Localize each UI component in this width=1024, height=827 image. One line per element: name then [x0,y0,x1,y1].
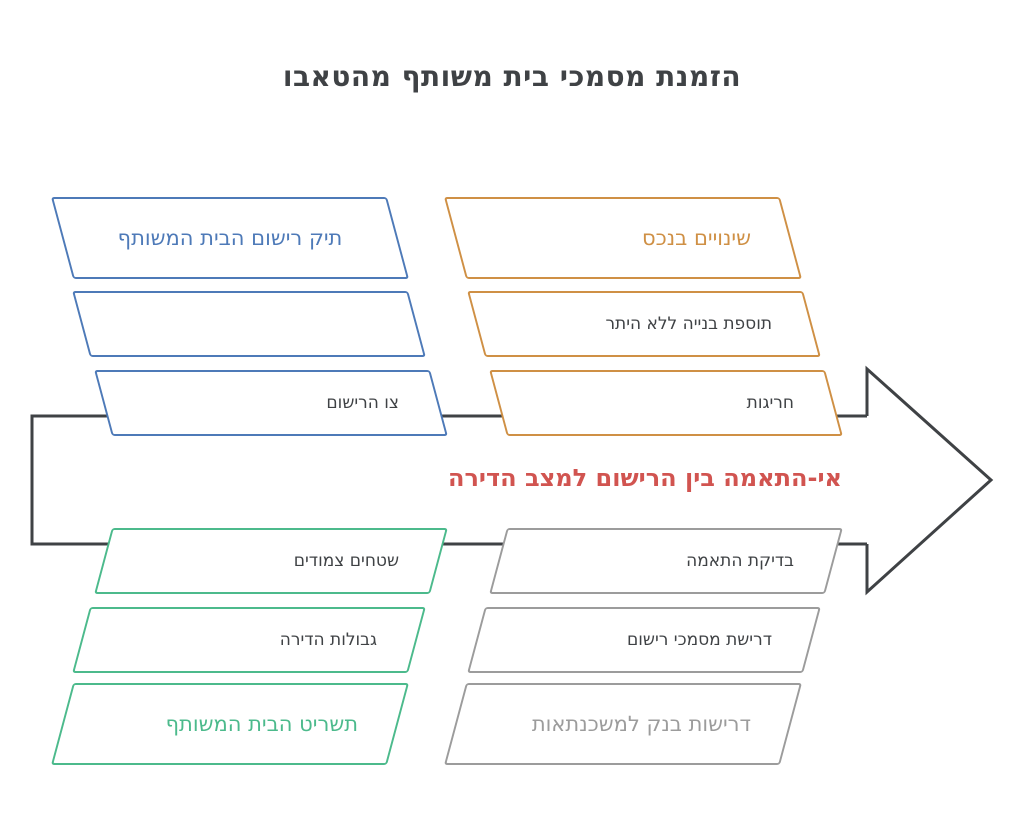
node-label: בדיקת התאמה [686,551,794,571]
mismatch-center-label: אי-התאמה בין הרישום למצב הדירה [447,464,843,492]
node-label: דרישות בנק למשכנתאות [531,712,751,736]
node-deviations: חריגות [489,370,843,436]
node-shared-house-blueprint: תשריט הבית המשותף [51,683,409,765]
node-blue-empty [72,291,426,357]
arrowhead [865,365,994,596]
node-label: תיק רישום הבית המשותף [117,226,343,250]
node-shared-house-registration-file: תיק רישום הבית המשותף [51,197,409,279]
node-compatibility-check: בדיקת התאמה [489,528,843,594]
node-label: שטחים צמודים [293,551,399,571]
node-attached-areas: שטחים צמודים [94,528,448,594]
node-construction-addition-without-permit: תוספת בנייה ללא היתר [467,291,821,357]
node-label: חריגות [746,393,794,413]
node-registration-documents-requirement: דרישת מסמכי רישום [467,607,821,673]
node-apartment-boundaries: גבולות הדירה [72,607,426,673]
node-bank-mortgage-requirements: דרישות בנק למשכנתאות [444,683,802,765]
node-registration-order: צו הרישום [94,370,448,436]
node-label: תשריט הבית המשותף [165,712,358,736]
node-property-changes: שינויים בנכס [444,197,802,279]
node-label: גבולות הדירה [279,630,377,650]
node-label: תוספת בנייה ללא היתר [605,314,772,334]
page-title: הזמנת מסמכי בית משותף מהטאבו [282,60,742,93]
node-label: שינויים בנכס [642,226,751,250]
node-label: דרישת מסמכי רישום [627,630,772,650]
node-label: צו הרישום [326,393,399,413]
spine-body [30,414,867,546]
